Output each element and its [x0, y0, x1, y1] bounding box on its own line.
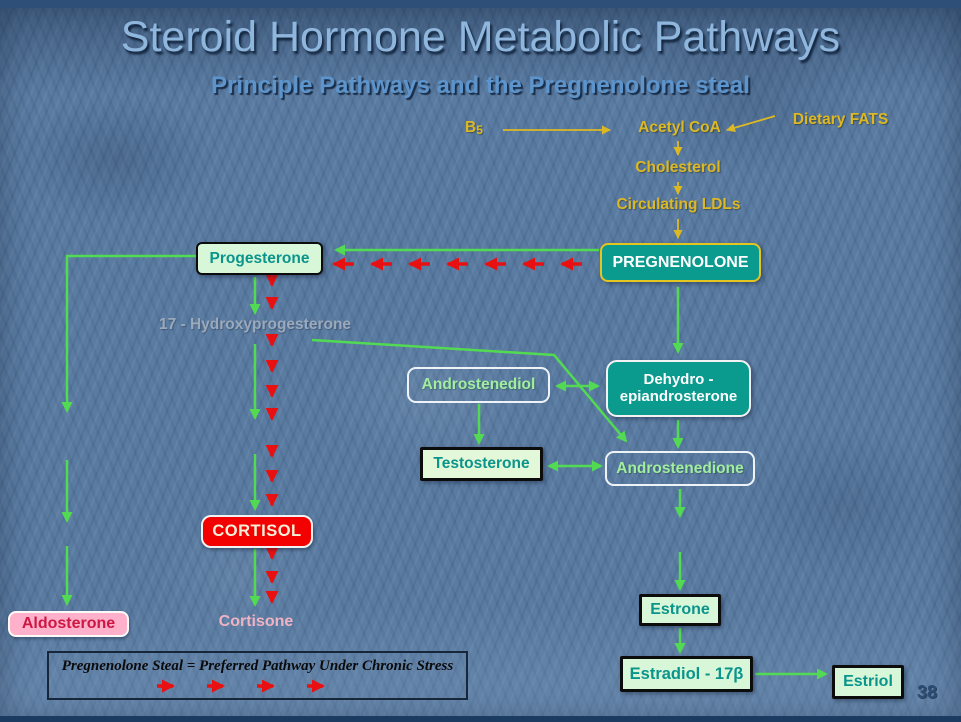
node-estradiol-17b: Estradiol - 17β	[620, 656, 753, 692]
label-17-hydroxyprogesterone: 17 - Hydroxyprogesterone	[158, 316, 352, 334]
label-acetyl-coa: Acetyl CoA	[638, 118, 721, 136]
node-estriol: Estriol	[832, 665, 904, 699]
label-circulating-ldls: Circulating LDLs	[616, 196, 741, 214]
top-edge-band	[0, 0, 961, 8]
label-cholesterol: Cholesterol	[635, 159, 721, 177]
bottom-edge-band	[0, 716, 961, 722]
dehydro-line1: Dehydro -	[643, 371, 714, 388]
b5-text: B	[465, 118, 477, 136]
node-androstenedione: Androstenedione	[605, 451, 755, 486]
node-androstenediol: Androstenediol	[407, 367, 550, 403]
slide-subtitle: Principle Pathways and the Pregnenolone …	[211, 72, 750, 99]
node-testosterone: Testosterone	[420, 447, 543, 481]
label-cortisone: Cortisone	[218, 613, 294, 631]
label-dietary-fats: Dietary FATS	[792, 110, 889, 128]
node-pregnenolone: PREGNENOLONE	[600, 243, 761, 282]
slide-title: Steroid Hormone Metabolic Pathways	[120, 13, 841, 61]
b5-subscript: 5	[476, 123, 483, 138]
page-number: 38	[916, 681, 938, 702]
dehydro-line2: epiandrosterone	[619, 387, 738, 405]
node-cortisol: CORTISOL	[201, 515, 313, 548]
node-progesterone: Progesterone	[196, 242, 323, 275]
legend-box: Pregnenolone Steal = Preferred Pathway U…	[47, 651, 468, 700]
node-estrone: Estrone	[639, 594, 721, 626]
node-dehydroepiandrosterone: Dehydro - epiandrosterone	[606, 360, 751, 417]
node-aldosterone: Aldosterone	[8, 611, 129, 637]
legend-text: Pregnenolone Steal = Preferred Pathway U…	[61, 658, 454, 674]
